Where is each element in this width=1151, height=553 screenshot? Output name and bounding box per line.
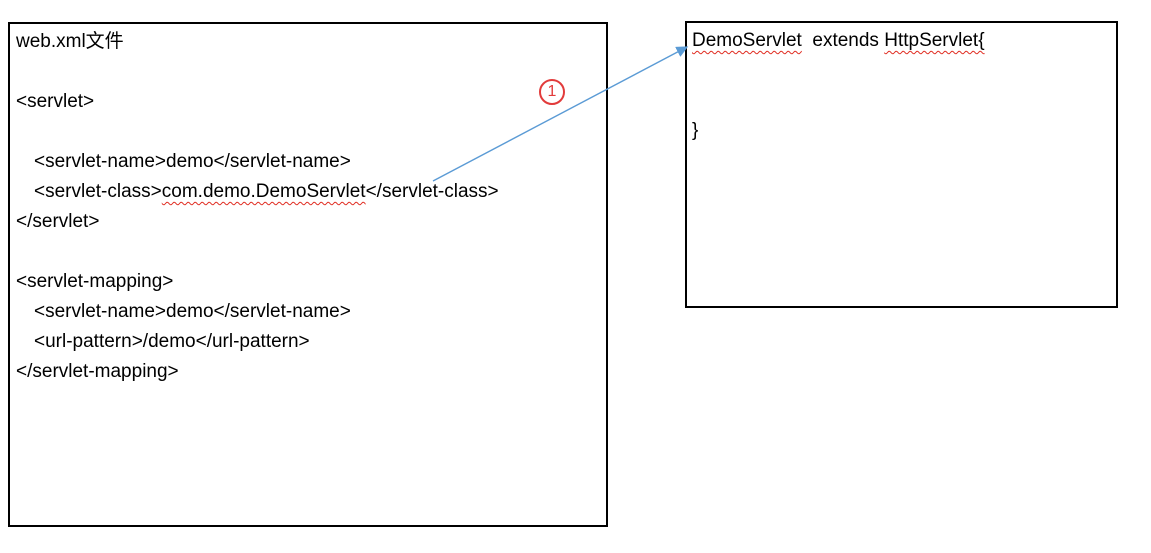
step-1-label: 1 xyxy=(547,83,557,100)
blank-line xyxy=(692,86,1112,116)
servlet-class-close-tag: </servlet-class> xyxy=(365,181,499,202)
closing-brace: } xyxy=(692,120,699,141)
blank-line xyxy=(16,57,602,87)
servlet-mapping-close-tag: </servlet-mapping> xyxy=(16,361,179,382)
java-class-box: DemoServlet extends HttpServlet{ } xyxy=(685,21,1118,308)
url-pattern-line: <url-pattern>/demo</url-pattern> xyxy=(34,331,310,352)
blank-line xyxy=(16,237,602,267)
step-1-badge: 1 xyxy=(539,79,565,105)
class-name: DemoServlet xyxy=(692,30,802,51)
servlet-open-tag: <servlet> xyxy=(16,91,95,112)
blank-line xyxy=(692,56,1112,86)
servlet-name-line: <servlet-name>demo</servlet-name> xyxy=(34,151,351,172)
webxml-box: web.xml文件 <servlet> <servlet-name>demo</… xyxy=(8,22,608,527)
class-declaration-line: DemoServlet extends HttpServlet{ xyxy=(692,26,1112,56)
servlet-mapping-open-tag: <servlet-mapping> xyxy=(16,271,174,292)
mapping-servlet-name-line: <servlet-name>demo</servlet-name> xyxy=(34,301,351,322)
servlet-class-line: <servlet-class>com.demo.DemoServlet</ser… xyxy=(16,177,602,207)
webxml-title: web.xml文件 xyxy=(16,31,124,52)
servlet-close-tag: </servlet> xyxy=(16,211,100,232)
servlet-class-open-tag: <servlet-class> xyxy=(34,181,162,202)
blank-line xyxy=(16,117,602,147)
servlet-class-value: com.demo.DemoServlet xyxy=(161,181,366,202)
extends-keyword: extends xyxy=(801,30,885,51)
superclass-name: HttpServlet{ xyxy=(884,30,985,51)
